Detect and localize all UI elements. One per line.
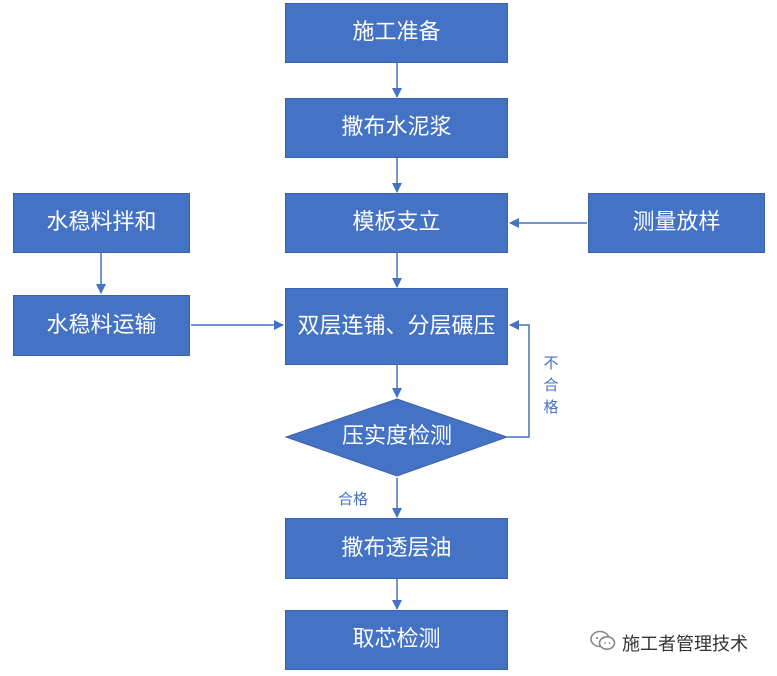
step-formwork-setup: 模板支立 [285, 193, 508, 253]
step-label: 模板支立 [352, 210, 441, 235]
step-label: 施工准备 [352, 20, 441, 45]
step-label: 双层连铺、分层碾压 [297, 313, 496, 339]
decision-diamond [284, 398, 509, 477]
step-core-sampling: 取芯检测 [285, 610, 508, 670]
step-label: 取芯检测 [352, 627, 441, 652]
wechat-icon [590, 630, 616, 657]
decision-label: 压实度检测 [341, 424, 452, 449]
step-spread-cement-slurry: 撒布水泥浆 [285, 98, 508, 158]
label-fail: 不合格 [543, 354, 559, 416]
step-material-mixing: 水稳料拌和 [13, 193, 190, 253]
arrow-check-fail-loop [507, 320, 530, 438]
label-pass: 合格 [337, 490, 368, 508]
step-double-layer-paving: 双层连铺、分层碾压 [285, 288, 508, 365]
step-survey-layout: 测量放样 [588, 193, 765, 253]
step-label: 水稳料拌和 [46, 210, 157, 235]
step-label: 撒布透层油 [341, 535, 452, 561]
watermark: 施工者管理技术 [590, 628, 748, 658]
step-construction-prep: 施工准备 [285, 3, 508, 63]
step-spread-prime-coat: 撒布透层油 [285, 518, 508, 579]
step-material-transport: 水稳料运输 [13, 295, 190, 356]
watermark-text: 施工者管理技术 [622, 634, 748, 655]
step-label: 撒布水泥浆 [341, 115, 452, 140]
step-label: 水稳料运输 [46, 312, 157, 338]
step-label: 测量放样 [632, 210, 721, 235]
